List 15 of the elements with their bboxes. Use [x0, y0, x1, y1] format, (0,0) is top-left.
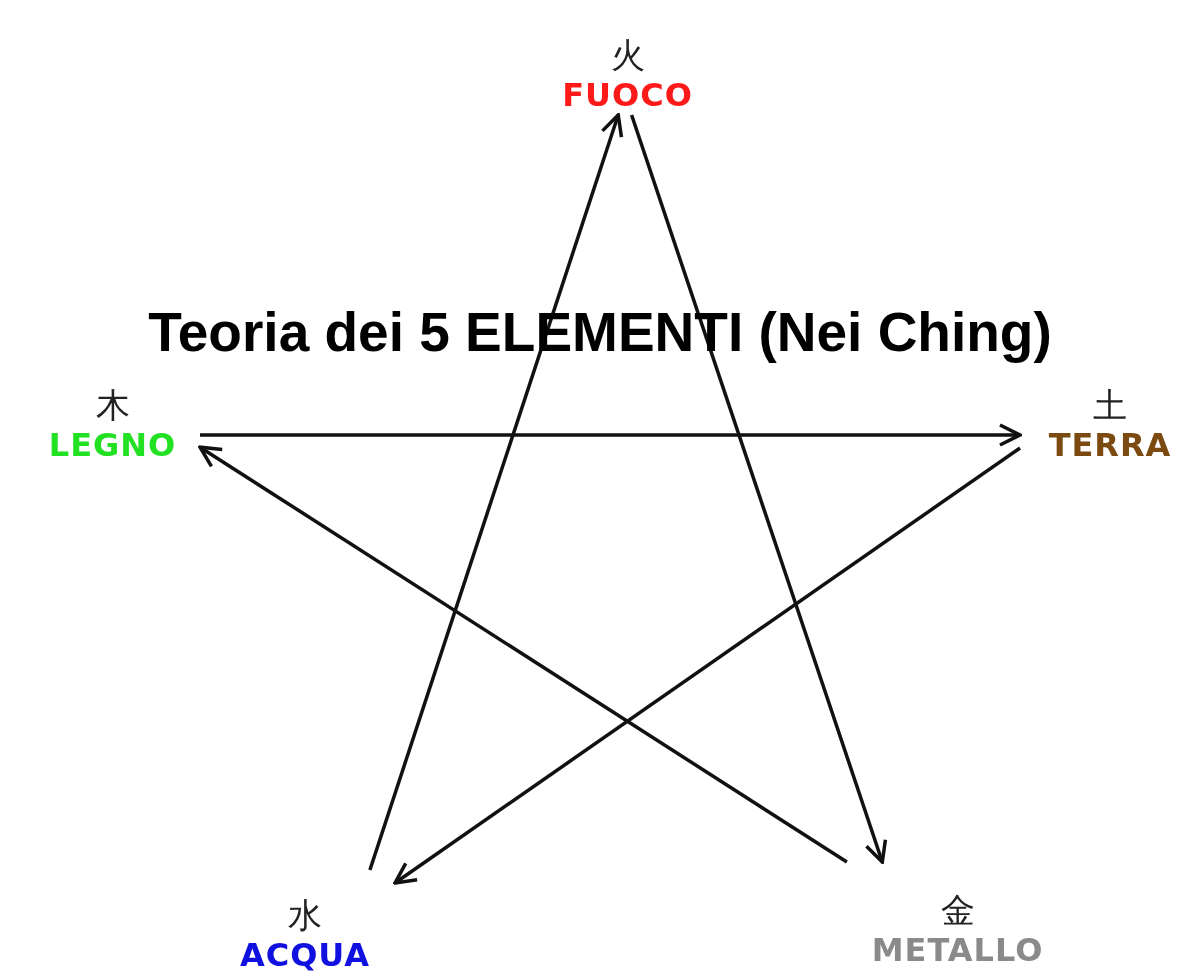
chinese-character: 土	[1093, 385, 1127, 425]
element-label: ACQUA	[239, 935, 371, 975]
element-label: FUOCO	[562, 75, 693, 115]
chinese-character: 水	[288, 895, 322, 935]
arrow	[368, 113, 624, 871]
arrow	[629, 114, 888, 864]
arrow	[200, 423, 1022, 447]
element-label: TERRA	[1048, 425, 1172, 465]
chinese-character: 金	[940, 890, 975, 930]
chinese-character: 火	[610, 35, 645, 75]
element-label: LEGNO	[48, 425, 177, 465]
chinese-character: 木	[95, 385, 130, 425]
element-label: METALLO	[871, 930, 1044, 970]
arrow	[198, 445, 848, 864]
arrow	[393, 446, 1021, 885]
